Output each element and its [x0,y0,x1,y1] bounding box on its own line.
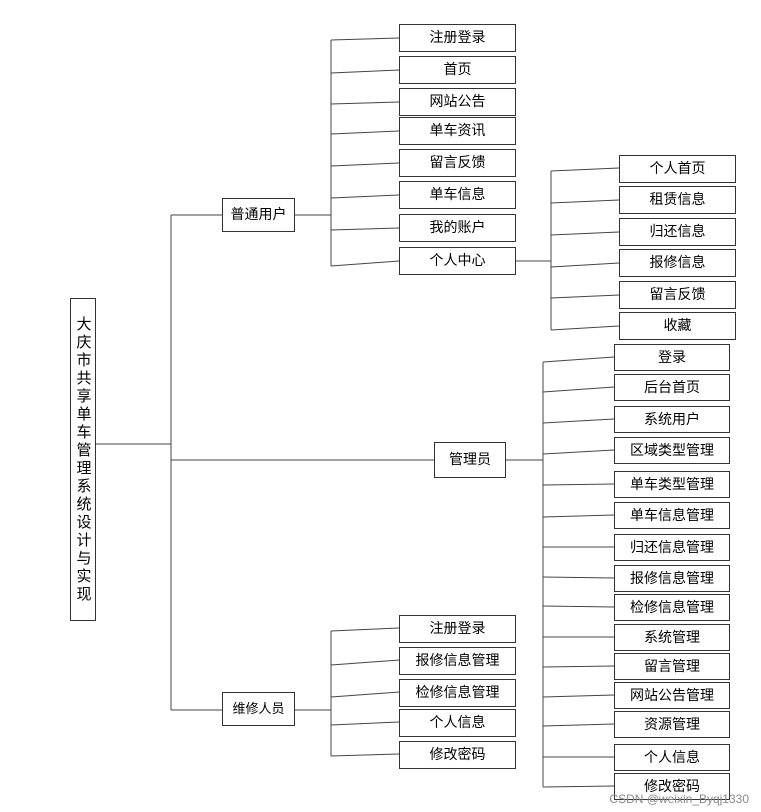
node-pc-rental-info: 租赁信息 [619,186,736,214]
node-admin-repair-info: 报修信息管理 [614,565,730,592]
node-pc-feedback: 留言反馈 [619,281,736,309]
node-user-personal-center: 个人中心 [399,247,516,275]
node-admin-login: 登录 [614,344,730,371]
node-admin-area-types: 区域类型管理 [614,437,730,464]
node-pc-favorites: 收藏 [619,312,736,340]
node-user-feedback: 留言反馈 [399,149,516,177]
node-admin-change-password: 修改密码 [614,773,730,800]
node-admin-personal-info: 个人信息 [614,744,730,771]
node-admin-inspection-info: 检修信息管理 [614,594,730,621]
node-admin-bike-info: 单车信息管理 [614,502,730,529]
node-staff-change-password: 修改密码 [399,741,516,769]
node-repair-staff-label: 维修人员 [232,701,285,717]
node-admin-label: 管理员 [449,452,491,468]
node-admin-bike-types: 单车类型管理 [614,471,730,498]
node-user-my-account: 我的账户 [399,214,516,242]
node-admin: 管理员 [434,442,506,478]
root-node: 大庆市共享单车管理系统设计与实现 [70,298,96,621]
node-pc-repair-info: 报修信息 [619,249,736,277]
node-user-register-login: 注册登录 [399,24,516,52]
node-admin-system-mgmt: 系统管理 [614,624,730,651]
node-user-announcement: 网站公告 [399,88,516,116]
watermark: CSDN @weixin_Byqj1330 [609,792,749,806]
node-admin-return-info: 归还信息管理 [614,534,730,561]
node-admin-announcement-mgmt: 网站公告管理 [614,682,730,709]
node-user-home: 首页 [399,56,516,84]
node-repair-staff: 维修人员 [222,692,295,726]
node-pc-return-info: 归还信息 [619,218,736,246]
node-staff-personal-info: 个人信息 [399,709,516,737]
node-admin-dashboard: 后台首页 [614,374,730,401]
node-regular-user: 普通用户 [222,198,295,232]
node-regular-user-label: 普通用户 [230,207,287,223]
node-user-bike-info: 单车信息 [399,181,516,209]
root-title: 大庆市共享单车管理系统设计与实现 [74,315,93,604]
node-pc-personal-home: 个人首页 [619,155,736,183]
node-staff-register-login: 注册登录 [399,615,516,643]
node-admin-message-mgmt: 留言管理 [614,653,730,680]
node-admin-resource-mgmt: 资源管理 [614,711,730,738]
node-staff-repair-info: 报修信息管理 [399,647,516,675]
node-user-bike-news: 单车资讯 [399,117,516,145]
node-staff-inspection-info: 检修信息管理 [399,679,516,707]
node-admin-system-users: 系统用户 [614,406,730,433]
